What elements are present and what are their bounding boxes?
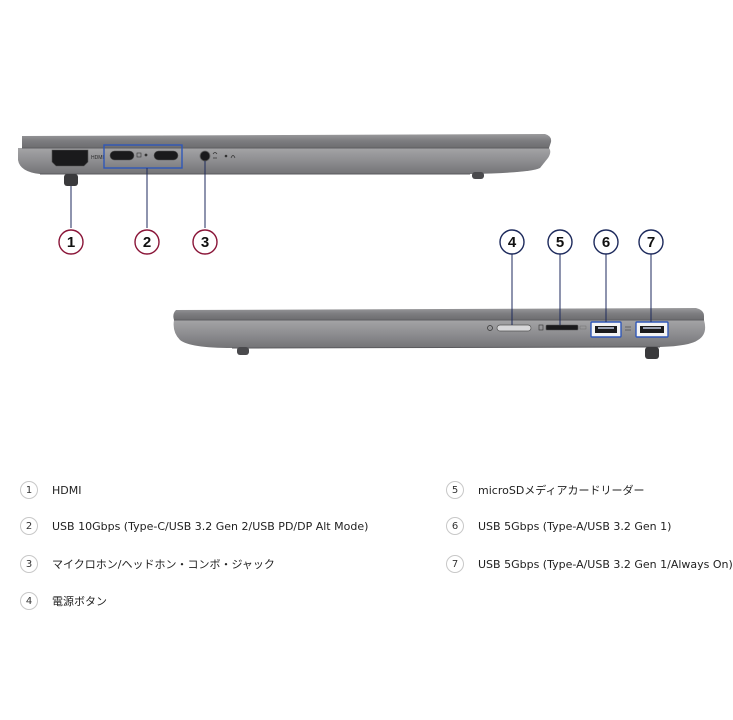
callout-1: 1 [58,229,84,255]
legend-item-5: 5 microSDメディアカードリーダー [446,479,645,501]
callout-circle [593,229,619,255]
power-icon [487,325,493,331]
hdmi-port-icon [51,149,89,167]
callout-3: 3 [192,229,218,255]
right-side-laptop [173,254,706,359]
usb-c-port-icon [153,150,179,161]
laptop-side-views: HDMI 1 2 3 [18,134,706,359]
callout-circle [58,229,84,255]
headset-icon [212,152,218,159]
legend-label: USB 10Gbps (Type-C/USB 3.2 Gen 2/USB PD/… [52,519,369,533]
callout-number: 3 [201,234,209,251]
legend-item-4: 4 電源ボタン [20,590,107,612]
callouts-left: 1 2 3 [58,229,218,255]
callouts-right: 4 5 6 7 [499,229,664,255]
usb-c-port-icon [109,150,135,161]
callout-number: 5 [556,234,564,251]
rubber-foot-icon [645,347,659,359]
legend-item-1: 1 HDMI [20,479,81,501]
legend-number-badge: 6 [446,517,464,535]
headphone-icon [230,155,236,159]
callout-number: 7 [647,234,655,251]
callout-circle [547,229,573,255]
legend-label: 電源ボタン [52,595,107,608]
callout-number: 6 [602,234,610,251]
left-side-laptop: HDMI [18,134,552,228]
rubber-foot-icon [64,174,78,186]
callout-circle [638,229,664,255]
legend-number-badge: 7 [446,555,464,573]
callout-7: 7 [638,229,664,255]
laptop-ports-figure: HDMI 1 2 3 [18,134,706,359]
legend-label: マイクロホン/ヘッドホン・コンボ・ジャック [52,558,275,571]
callout-number: 4 [508,234,517,251]
callout-6: 6 [593,229,619,255]
callout-4: 4 [499,229,525,255]
legend-label: HDMI [52,483,82,497]
legend-label: microSDメディアカードリーダー [478,484,645,497]
legend-number-badge: 3 [20,555,38,573]
sd-card-icon [538,324,544,331]
microsd-slot-icon [545,324,579,331]
legend-number-badge: 1 [20,481,38,499]
legend-item-7: 7 USB 5Gbps (Type-A/USB 3.2 Gen 1/Always… [446,553,733,575]
legend-label: USB 5Gbps (Type-A/USB 3.2 Gen 1/Always O… [478,557,733,571]
usb-c-highlight-box [103,144,183,169]
rubber-foot-icon [237,347,249,355]
status-led-icon [144,153,148,157]
legend-item-3: 3 マイクロホン/ヘッドホン・コンボ・ジャック [20,553,275,575]
callout-number: 1 [67,234,75,251]
rubber-foot-icon [472,172,484,179]
port-legend: 1 HDMI 2 USB 10Gbps (Type-C/USB 3.2 Gen … [0,470,733,710]
hdmi-port-label: HDMI [91,155,104,161]
legend-item-6: 6 USB 5Gbps (Type-A/USB 3.2 Gen 1) [446,515,671,537]
callout-5: 5 [547,229,573,255]
callout-circle [134,229,160,255]
mic-led-icon [224,154,228,158]
legend-item-2: 2 USB 10Gbps (Type-C/USB 3.2 Gen 2/USB P… [20,515,368,537]
callout-number: 2 [143,234,151,251]
callout-circle [499,229,525,255]
legend-label: USB 5Gbps (Type-A/USB 3.2 Gen 1) [478,519,672,533]
callout-2: 2 [134,229,160,255]
audio-jack-icon [199,150,211,162]
legend-number-badge: 5 [446,481,464,499]
power-button-icon [496,324,532,332]
legend-number-badge: 4 [20,592,38,610]
callout-circle [192,229,218,255]
legend-number-badge: 2 [20,517,38,535]
dp-icon [136,152,142,158]
always-on-icon [625,326,631,331]
